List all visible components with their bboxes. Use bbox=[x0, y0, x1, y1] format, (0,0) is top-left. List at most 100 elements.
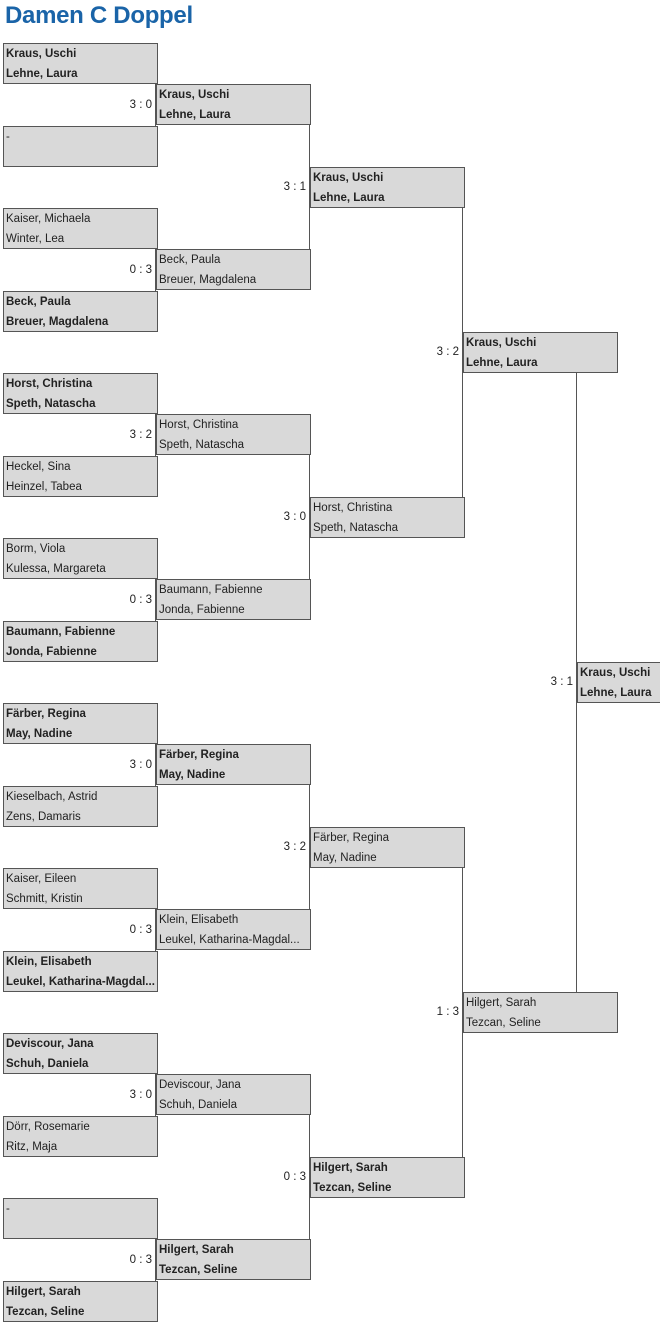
connector-line bbox=[309, 785, 310, 909]
player-name: Klein, Elisabeth bbox=[159, 914, 239, 926]
player-name: Tezcan, Seline bbox=[6, 1306, 85, 1318]
player-name: Leukel, Katharina-Magdal... bbox=[6, 976, 155, 988]
player-name: Färber, Regina bbox=[159, 749, 239, 761]
player-name: May, Nadine bbox=[313, 852, 377, 864]
player-name: - bbox=[6, 131, 10, 143]
connector-line bbox=[155, 414, 156, 456]
match-score: 1 : 3 bbox=[436, 1006, 459, 1018]
player-name: Borm, Viola bbox=[6, 543, 66, 555]
player-name: Schuh, Daniela bbox=[159, 1099, 237, 1111]
player-name: Kaiser, Eileen bbox=[6, 873, 77, 885]
player-name: Kulessa, Margareta bbox=[6, 563, 106, 575]
player-name: Winter, Lea bbox=[6, 233, 65, 245]
player-name: Kraus, Uschi bbox=[6, 48, 77, 60]
player-name: Färber, Regina bbox=[313, 832, 390, 844]
player-name: Tezcan, Seline bbox=[159, 1264, 238, 1276]
match-score: 3 : 1 bbox=[550, 676, 573, 688]
connector-line bbox=[155, 1074, 156, 1116]
player-name: Tezcan, Seline bbox=[466, 1017, 541, 1029]
connector-line bbox=[576, 373, 577, 992]
player-name: Tezcan, Seline bbox=[313, 1182, 392, 1194]
player-name: May, Nadine bbox=[6, 728, 73, 740]
match-score: 0 : 3 bbox=[129, 594, 152, 606]
player-name: Kraus, Uschi bbox=[313, 172, 384, 184]
player-name: Lehne, Laura bbox=[466, 357, 538, 369]
player-name: Lehne, Laura bbox=[6, 68, 78, 80]
player-name: Beck, Paula bbox=[6, 296, 71, 308]
connector-line bbox=[309, 1115, 310, 1239]
match-score: 3 : 2 bbox=[283, 841, 306, 853]
player-name: Deviscour, Jana bbox=[6, 1038, 94, 1050]
player-name bbox=[6, 147, 156, 167]
match-score: 3 : 0 bbox=[129, 759, 152, 771]
match-score: 0 : 3 bbox=[129, 1254, 152, 1266]
player-name: Beck, Paula bbox=[159, 254, 221, 266]
match-score: 3 : 0 bbox=[283, 511, 306, 523]
match-score: 3 : 2 bbox=[436, 346, 459, 358]
player-name: Färber, Regina bbox=[6, 708, 86, 720]
player-name: Hilgert, Sarah bbox=[6, 1286, 81, 1298]
connector-line bbox=[309, 455, 310, 579]
player-name: Hilgert, Sarah bbox=[313, 1162, 388, 1174]
player-name: Kieselbach, Astrid bbox=[6, 791, 98, 803]
connector-line bbox=[462, 868, 463, 1157]
player-name: Hilgert, Sarah bbox=[159, 1244, 234, 1256]
connector-line bbox=[155, 1239, 156, 1281]
player-name: Zens, Damaris bbox=[6, 811, 81, 823]
player-name: Heinzel, Tabea bbox=[6, 481, 82, 493]
match-score: 3 : 0 bbox=[129, 99, 152, 111]
player-name: Schmitt, Kristin bbox=[6, 893, 83, 905]
connector-line bbox=[309, 125, 310, 249]
match-score: 0 : 3 bbox=[129, 264, 152, 276]
match-score: 3 : 0 bbox=[129, 1089, 152, 1101]
player-name bbox=[6, 1219, 156, 1239]
connector-line bbox=[155, 249, 156, 291]
player-name: Kraus, Uschi bbox=[580, 667, 651, 679]
bracket-entry: - bbox=[3, 1198, 158, 1239]
player-name: Baumann, Fabienne bbox=[6, 626, 116, 638]
bracket-entry: - bbox=[3, 126, 158, 167]
connector-line bbox=[155, 744, 156, 786]
player-name: Speth, Natascha bbox=[313, 522, 399, 534]
player-name: Heckel, Sina bbox=[6, 461, 71, 473]
player-name: Baumann, Fabienne bbox=[159, 584, 263, 596]
player-name: Lehne, Laura bbox=[313, 192, 385, 204]
connector-line bbox=[155, 579, 156, 621]
player-name: Hilgert, Sarah bbox=[466, 997, 537, 1009]
match-score: 0 : 3 bbox=[283, 1171, 306, 1183]
connector-line bbox=[462, 208, 463, 497]
player-name: Speth, Natascha bbox=[159, 439, 245, 451]
player-name: Schuh, Daniela bbox=[6, 1058, 89, 1070]
player-name: Kraus, Uschi bbox=[466, 337, 537, 349]
match-score: 3 : 1 bbox=[283, 181, 306, 193]
player-name: Breuer, Magdalena bbox=[6, 316, 109, 328]
player-name: Speth, Natascha bbox=[6, 398, 96, 410]
player-name: Kraus, Uschi bbox=[159, 89, 230, 101]
page-title: Damen C Doppel bbox=[5, 2, 193, 29]
player-name: Lehne, Laura bbox=[580, 687, 652, 699]
